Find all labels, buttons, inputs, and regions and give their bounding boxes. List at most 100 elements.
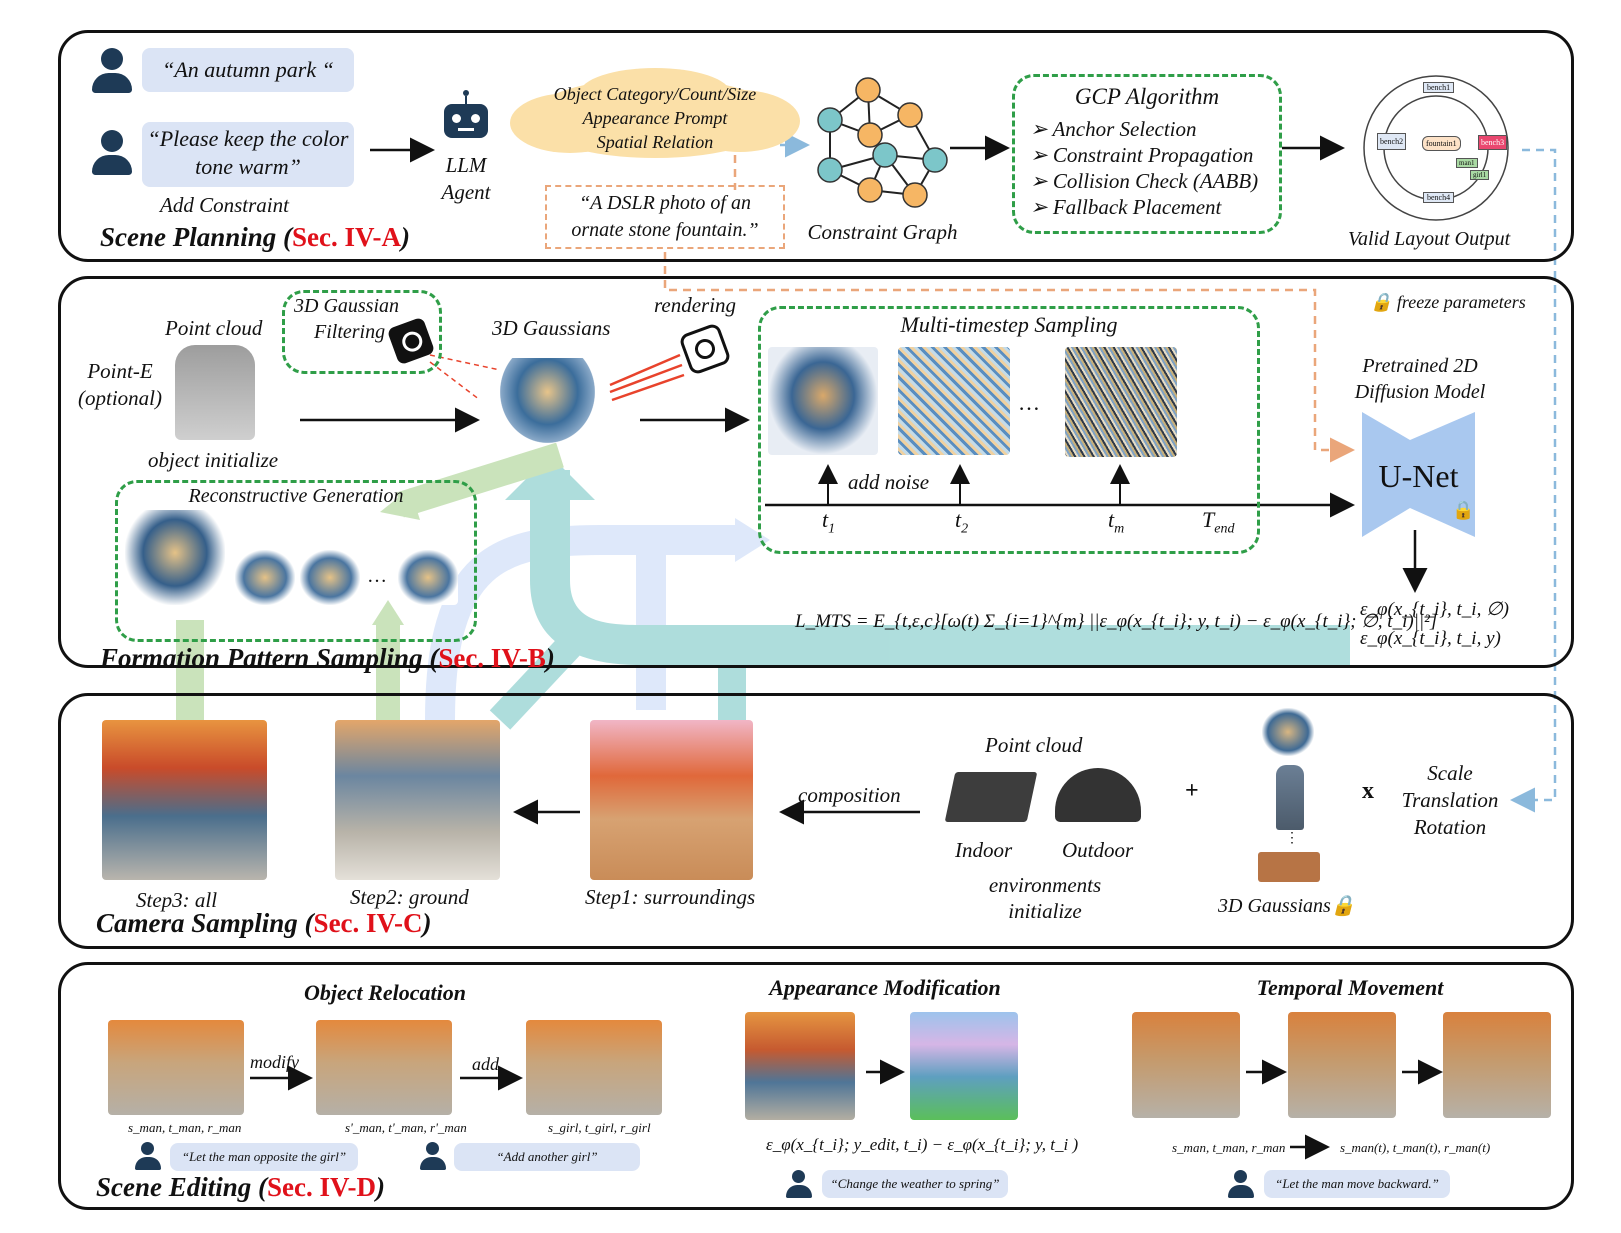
times-symbol: x: [1362, 778, 1374, 804]
gcp-algorithm-box: [1012, 74, 1282, 234]
mts-loss-equation: L_MTS = E_{t,ε,c}[ω(t) Σ_{i=1}^{m} ||ε_φ…: [795, 611, 1438, 632]
gaussian-bench-thumb: [1258, 852, 1320, 882]
composition-label: composition: [798, 783, 901, 807]
point-e-label: Point-E(optional): [78, 359, 162, 410]
relocation-image-1: [108, 1020, 244, 1115]
temporal-image-3: [1443, 1012, 1551, 1118]
gaussian-fountain-thumb: [1262, 708, 1314, 756]
filter-rays: [429, 354, 501, 401]
robot-icon: [440, 90, 492, 142]
tm-label: tm: [1108, 507, 1125, 537]
modify-label: modify: [250, 1052, 299, 1072]
object-initialize-label: object initialize: [148, 448, 279, 472]
user-icon: [1228, 1170, 1254, 1200]
prompt-weather: “Change the weather to spring”: [822, 1170, 1008, 1198]
recon-image-3: [300, 550, 360, 605]
rendering-rays: [609, 353, 685, 402]
noise-ellipsis: …: [1018, 390, 1040, 415]
rendering-label: rendering: [654, 293, 737, 317]
relocation-title: Object Relocation: [304, 980, 466, 1005]
relocation-image-3: [526, 1020, 662, 1115]
fountain-gaussians-image: [500, 358, 595, 443]
recon-image-4: [398, 550, 458, 605]
user-icon: [92, 48, 132, 96]
prompt-bubble-tone: “Please keep the color tone warm”: [142, 122, 354, 187]
appearance-title: Appearance Modification: [769, 975, 1001, 1000]
tend-label: Tend: [1202, 507, 1235, 537]
prompt-relocate: “Let the man opposite the girl”: [170, 1143, 358, 1171]
recon-image-2: [235, 550, 295, 605]
noised-image-t1: [768, 347, 878, 455]
layout-box-bench1: bench1: [1423, 82, 1455, 93]
formation-title: Formation Pattern Sampling (Sec. IV-B): [100, 643, 555, 673]
prompt-move: “Let the man move backward.”: [1264, 1170, 1450, 1198]
gcp-title: GCP Algorithm: [1074, 84, 1220, 109]
add-constraint-label: Add Constraint: [160, 193, 289, 217]
reconstructive-generation-box: [115, 480, 477, 642]
layout-box-bench3: bench3: [1478, 135, 1508, 150]
recon-ellipsis: …: [367, 565, 387, 587]
indoor-box-shape: [944, 772, 1038, 822]
gcp-step: ➢ Fallback Placement: [1030, 195, 1222, 219]
temporal-param-from: s_man, t_man, r_man: [1172, 1140, 1286, 1155]
unet-shape: [1362, 412, 1475, 537]
user-icon: [420, 1142, 446, 1172]
arrow-bullet-icon: ➢: [1030, 117, 1053, 141]
indoor-label: Indoor: [955, 838, 1013, 862]
vertical-ellipsis: ⋮: [1285, 831, 1299, 846]
arrow-bullet-icon: ➢: [1030, 143, 1053, 167]
layout-box-bench2: bench2: [1377, 133, 1407, 150]
temporal-image-1: [1132, 1012, 1240, 1118]
layout-box-fountain: fountain1: [1422, 136, 1461, 151]
plus-symbol: +: [1185, 778, 1199, 804]
freeze-label: 🔒 freeze parameters: [1370, 292, 1526, 312]
prompt-add: “Add another girl”: [454, 1143, 640, 1171]
camera-gaussians-label: 3D Gaussians🔒: [1218, 895, 1356, 917]
relocation-image-2: [316, 1020, 452, 1115]
lock-icon: 🔒: [1370, 292, 1393, 312]
step1-label: Step1: surroundings: [585, 885, 756, 909]
step2-image: [335, 720, 500, 880]
eps-cond: ε_φ(x_{t_i}, t_i, y): [1360, 628, 1501, 649]
step1-image: [590, 720, 753, 880]
t2-label: t2: [955, 507, 969, 537]
appearance-image-spring: [910, 1012, 1018, 1120]
temporal-image-2: [1288, 1012, 1396, 1118]
appearance-image-autumn: [745, 1012, 855, 1120]
lock-icon: 🔒: [1330, 895, 1356, 917]
temporal-title: Temporal Movement: [1256, 975, 1444, 1000]
camera-point-cloud-label: Point cloud: [985, 733, 1083, 757]
add-label: add: [472, 1054, 499, 1074]
step3-label: Step3: all: [136, 888, 218, 912]
user-icon: [786, 1170, 812, 1200]
t1-label: t1: [822, 507, 836, 537]
cloud-shape: [510, 68, 800, 168]
gradient-flow-arrows: [176, 442, 1350, 730]
gcp-step: ➢ Collision Check (AABB): [1030, 169, 1259, 193]
unet-label: U-Net: [1378, 458, 1459, 494]
constraint-graph-label: Constraint Graph: [807, 220, 958, 244]
formation-panel: [58, 276, 1574, 668]
param-girl: s_girl, t_girl, r_girl: [548, 1120, 651, 1135]
appearance-equation: ε_φ(x_{t_i}; y_edit, t_i) − ε_φ(x_{t_i};…: [766, 1135, 1079, 1154]
gcp-step: ➢ Constraint Propagation: [1030, 143, 1254, 167]
point-cloud-label: Point cloud: [165, 316, 263, 340]
step2-label: Step2: ground: [350, 885, 469, 909]
outdoor-label: Outdoor: [1062, 838, 1134, 862]
eps-uncond: ε_φ(x_{t_i}, t_i, ∅): [1360, 599, 1509, 620]
arrow-layout-to-transform: [1510, 148, 1557, 813]
gaussian-man-thumb: [1276, 765, 1304, 830]
add-noise-label: add noise: [848, 470, 930, 494]
layout-box-man: man1: [1456, 158, 1478, 168]
unet-lock-icon: 🔒: [1452, 500, 1475, 520]
param-man-prime: s'_man, t'_man, r'_man: [345, 1120, 467, 1135]
scene-planning-title: Scene Planning (Sec. IV-A): [100, 222, 411, 252]
arrow-prompt-to-unet: [663, 252, 1355, 463]
gaussians-label: 3D Gaussians: [492, 316, 611, 340]
